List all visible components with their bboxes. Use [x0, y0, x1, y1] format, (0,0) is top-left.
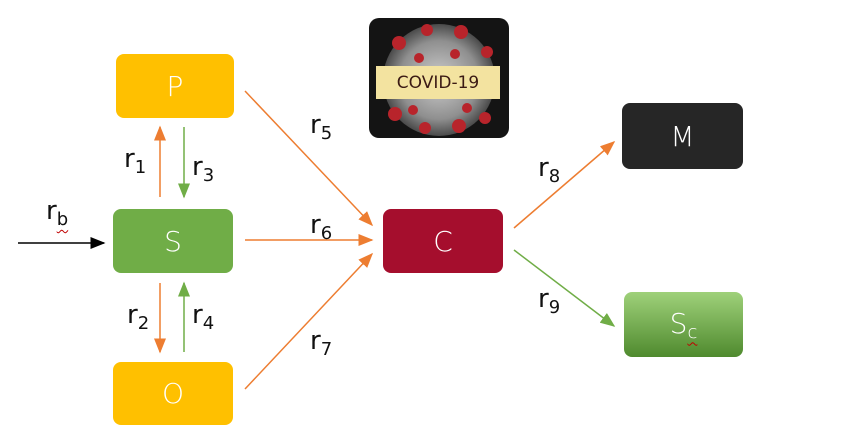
node-sc: Sc	[624, 292, 743, 357]
node-s: S	[113, 209, 233, 273]
rate-r3: r3	[192, 152, 215, 186]
covid-virus-image: COVID-19	[369, 18, 509, 138]
node-m: M	[622, 103, 743, 169]
covid-banner: COVID-19	[376, 66, 500, 99]
rate-r2: r2	[127, 300, 150, 334]
node-p: P	[116, 54, 234, 118]
rate-r9: r9	[538, 284, 561, 318]
node-sc-label: Sc	[669, 306, 698, 343]
rate-r7: r7	[310, 326, 333, 360]
rate-r6: r6	[310, 210, 333, 244]
arrow-r8-c-to-m	[513, 141, 616, 229]
node-o: O	[113, 362, 233, 425]
rate-r4: r4	[192, 300, 215, 334]
node-o-label: O	[161, 377, 185, 410]
rate-r1: r1	[124, 144, 147, 178]
node-c: C	[383, 209, 503, 273]
rate-r8: r8	[538, 153, 561, 187]
node-s-label: S	[164, 224, 182, 258]
arrow-r7-o-to-c	[244, 252, 374, 390]
arrow-r5-p-to-c	[244, 90, 374, 227]
node-m-label: M	[670, 119, 695, 153]
node-c-label: C	[433, 224, 453, 258]
arrow-r9-c-to-sc	[513, 249, 616, 327]
node-p-label: P	[166, 69, 184, 103]
rate-r5: r5	[310, 110, 333, 144]
rate-rb: rb	[46, 196, 69, 230]
